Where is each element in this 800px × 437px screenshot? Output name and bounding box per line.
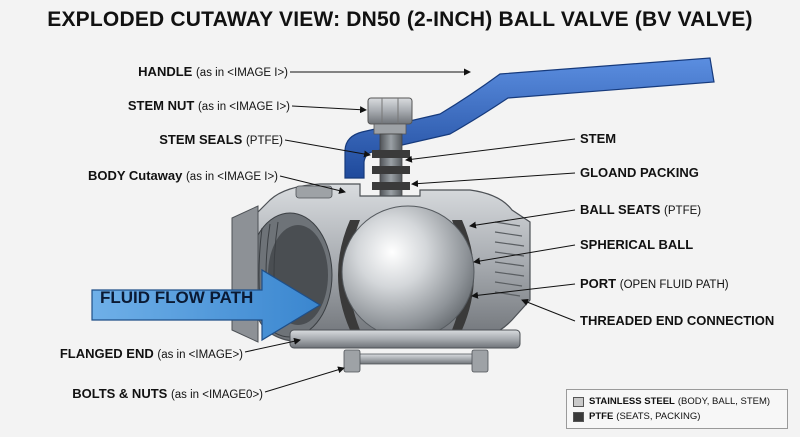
label-handle: HANDLE (as in <IMAGE I>): [138, 64, 288, 79]
flow-arrow-icon: [91, 268, 322, 342]
label-port: PORT (OPEN FLUID PATH): [580, 276, 729, 291]
label-ball-seats: BALL SEATS (PTFE): [580, 202, 702, 217]
label-stem: STEM: [580, 131, 617, 146]
material-legend: STAINLESS STEEL(BODY, BALL, STEM) PTFE(S…: [566, 389, 788, 429]
legend-item-ptfe: PTFE(SEATS, PACKING): [573, 409, 781, 424]
label-body-cutaway: BODY Cutaway (as in <IMAGE I>): [87, 168, 278, 183]
bolts-part: [295, 185, 489, 373]
spherical-ball-part: [341, 205, 475, 339]
stem-nut-part: [367, 97, 413, 135]
label-flanged-end: FLANGED END (as in <IMAGE>): [59, 346, 243, 361]
label-threaded-end: THREADED END CONNECTION: [580, 313, 775, 328]
legend-swatch-ptfe: [573, 411, 584, 422]
legend-swatch-steel: [573, 396, 584, 407]
label-spherical-ball: SPHERICAL BALL: [580, 237, 694, 252]
leader-lines-left: [244, 68, 471, 393]
flow-path-label: FLUID FLOW PATH: [100, 288, 254, 307]
page-title: EXPLODED CUTAWAY VIEW: DN50 (2-INCH) BAL…: [47, 8, 753, 31]
label-gloand-packing: GLOAND PACKING: [580, 165, 699, 180]
leader-lines-right: [405, 138, 576, 322]
label-stem-seals: STEM SEALS (PTFE): [159, 132, 283, 147]
label-stem-nut: STEM NUT (as in <IMAGE I>): [127, 98, 290, 113]
label-bolts-nuts: BOLTS & NUTS (as in <IMAGE0>): [72, 386, 263, 401]
legend-item-steel: STAINLESS STEEL(BODY, BALL, STEM): [573, 394, 781, 409]
